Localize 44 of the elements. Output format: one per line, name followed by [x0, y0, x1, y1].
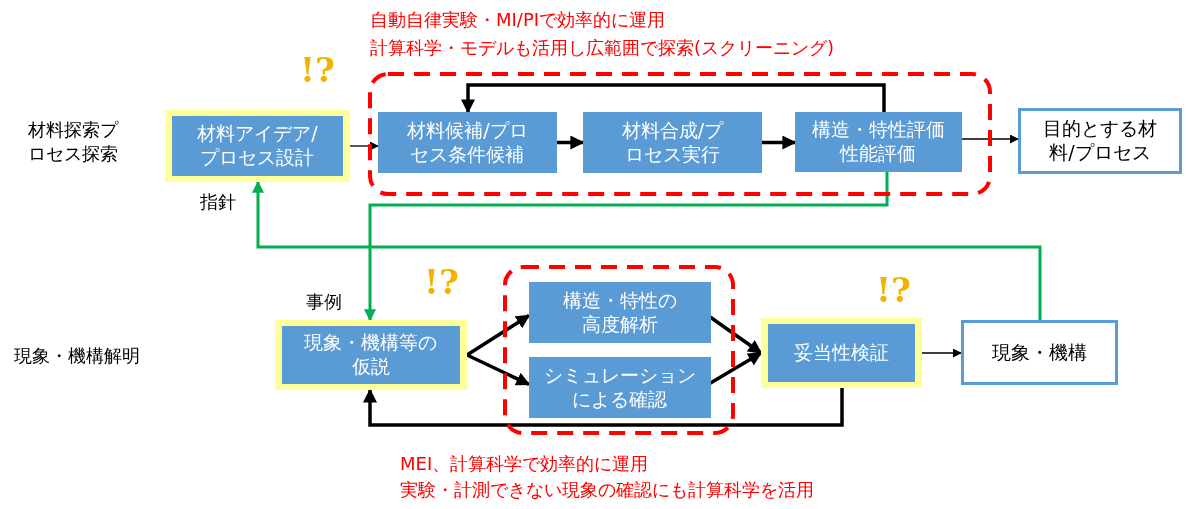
box-text: 材料候補/プロセス条件候補	[406, 118, 529, 167]
process-box	[583, 112, 762, 173]
result-box	[961, 320, 1118, 385]
annotation-text: 実験・計測できない現象の確認にも計算科学を活用	[400, 478, 814, 502]
annotation-text: 自動自律実験・MI/PIで効率的に運用	[370, 8, 666, 32]
side-label: 材料探索プロセス探索	[28, 118, 118, 166]
arrow	[364, 172, 889, 322]
edge-label: 事例	[306, 290, 342, 314]
edge-label: 指針	[200, 190, 236, 214]
arrow	[961, 134, 1019, 144]
arrow	[921, 348, 962, 358]
arrow	[466, 314, 531, 357]
process-box	[529, 282, 711, 343]
box-text: 材料合成/プロセス実行	[620, 118, 725, 167]
arrow	[762, 135, 797, 150]
highlighted-process-box	[165, 110, 350, 182]
interrobang-mark: !?	[876, 270, 911, 310]
arrow	[349, 141, 379, 151]
interrobang-mark: !?	[300, 50, 335, 90]
annotation-text: 計算科学・モデルも活用し広範囲で探索(スクリーニング)	[370, 36, 835, 60]
box-text: 現象・機構等の仮説	[303, 331, 439, 379]
highlighted-process-box	[761, 318, 922, 388]
box-text: 構造・特性評価性能評価	[811, 118, 946, 166]
box-text: 目的とする材料/プロセス	[1042, 117, 1158, 165]
side-label: 現象・機構解明	[14, 344, 140, 368]
dashed-group-frame	[503, 265, 735, 435]
box-text: 妥当性検証	[794, 341, 889, 365]
arrow	[363, 388, 844, 427]
arrow	[557, 135, 585, 150]
box-text: シミュレーションによる確認	[543, 363, 697, 412]
box-text: 構造・特性の高度解析	[562, 288, 678, 337]
process-box	[795, 112, 962, 172]
interrobang-mark: !?	[424, 262, 459, 302]
arrow	[466, 353, 531, 387]
highlighted-process-box	[275, 320, 467, 390]
box-text: 材料アイデア/プロセス設計	[196, 122, 319, 170]
process-box	[529, 357, 711, 418]
annotation-text: MEI、計算科学で効率的に運用	[400, 452, 649, 476]
arrow	[461, 83, 886, 114]
dashed-group-frame	[368, 72, 992, 196]
arrow	[252, 180, 1042, 320]
result-box	[1018, 108, 1182, 174]
box-text: 現象・機構	[992, 340, 1087, 365]
process-box	[378, 112, 557, 173]
